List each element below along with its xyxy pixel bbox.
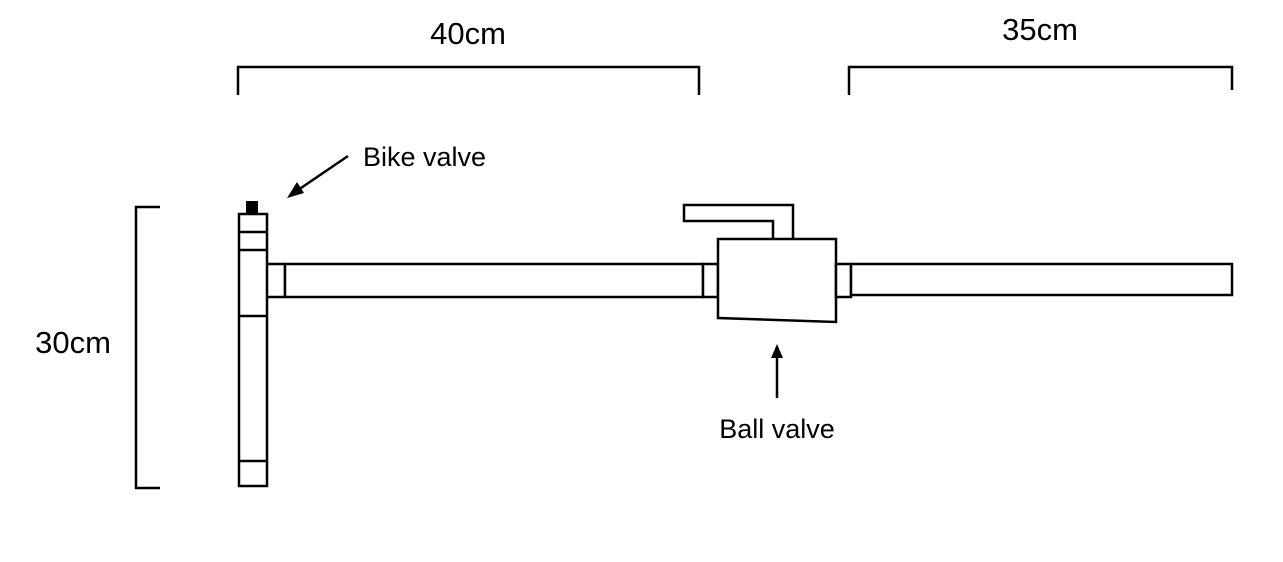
dimension-bracket-right [847,65,1234,95]
ball-valve-label: Ball valve [719,414,835,444]
ball-valve-arrow [771,344,783,398]
bike-valve-label: Bike valve [363,142,486,172]
dimension-label-right: 35cm [1002,12,1078,47]
bike-valve-cap [246,201,258,214]
dimension-bracket-vertical [134,205,160,490]
horizontal-pipe-left [283,262,705,299]
ball-valve-handle [682,203,795,239]
dimension-label-left: 40cm [430,16,506,51]
dimension-label-vertical: 30cm [35,325,111,360]
horizontal-pipe-right [849,262,1234,297]
dimension-bracket-left [236,65,701,95]
tee-connector [267,262,287,299]
bike-valve-arrow [287,154,349,198]
vertical-pipe [237,212,269,488]
ball-valve [682,203,853,324]
